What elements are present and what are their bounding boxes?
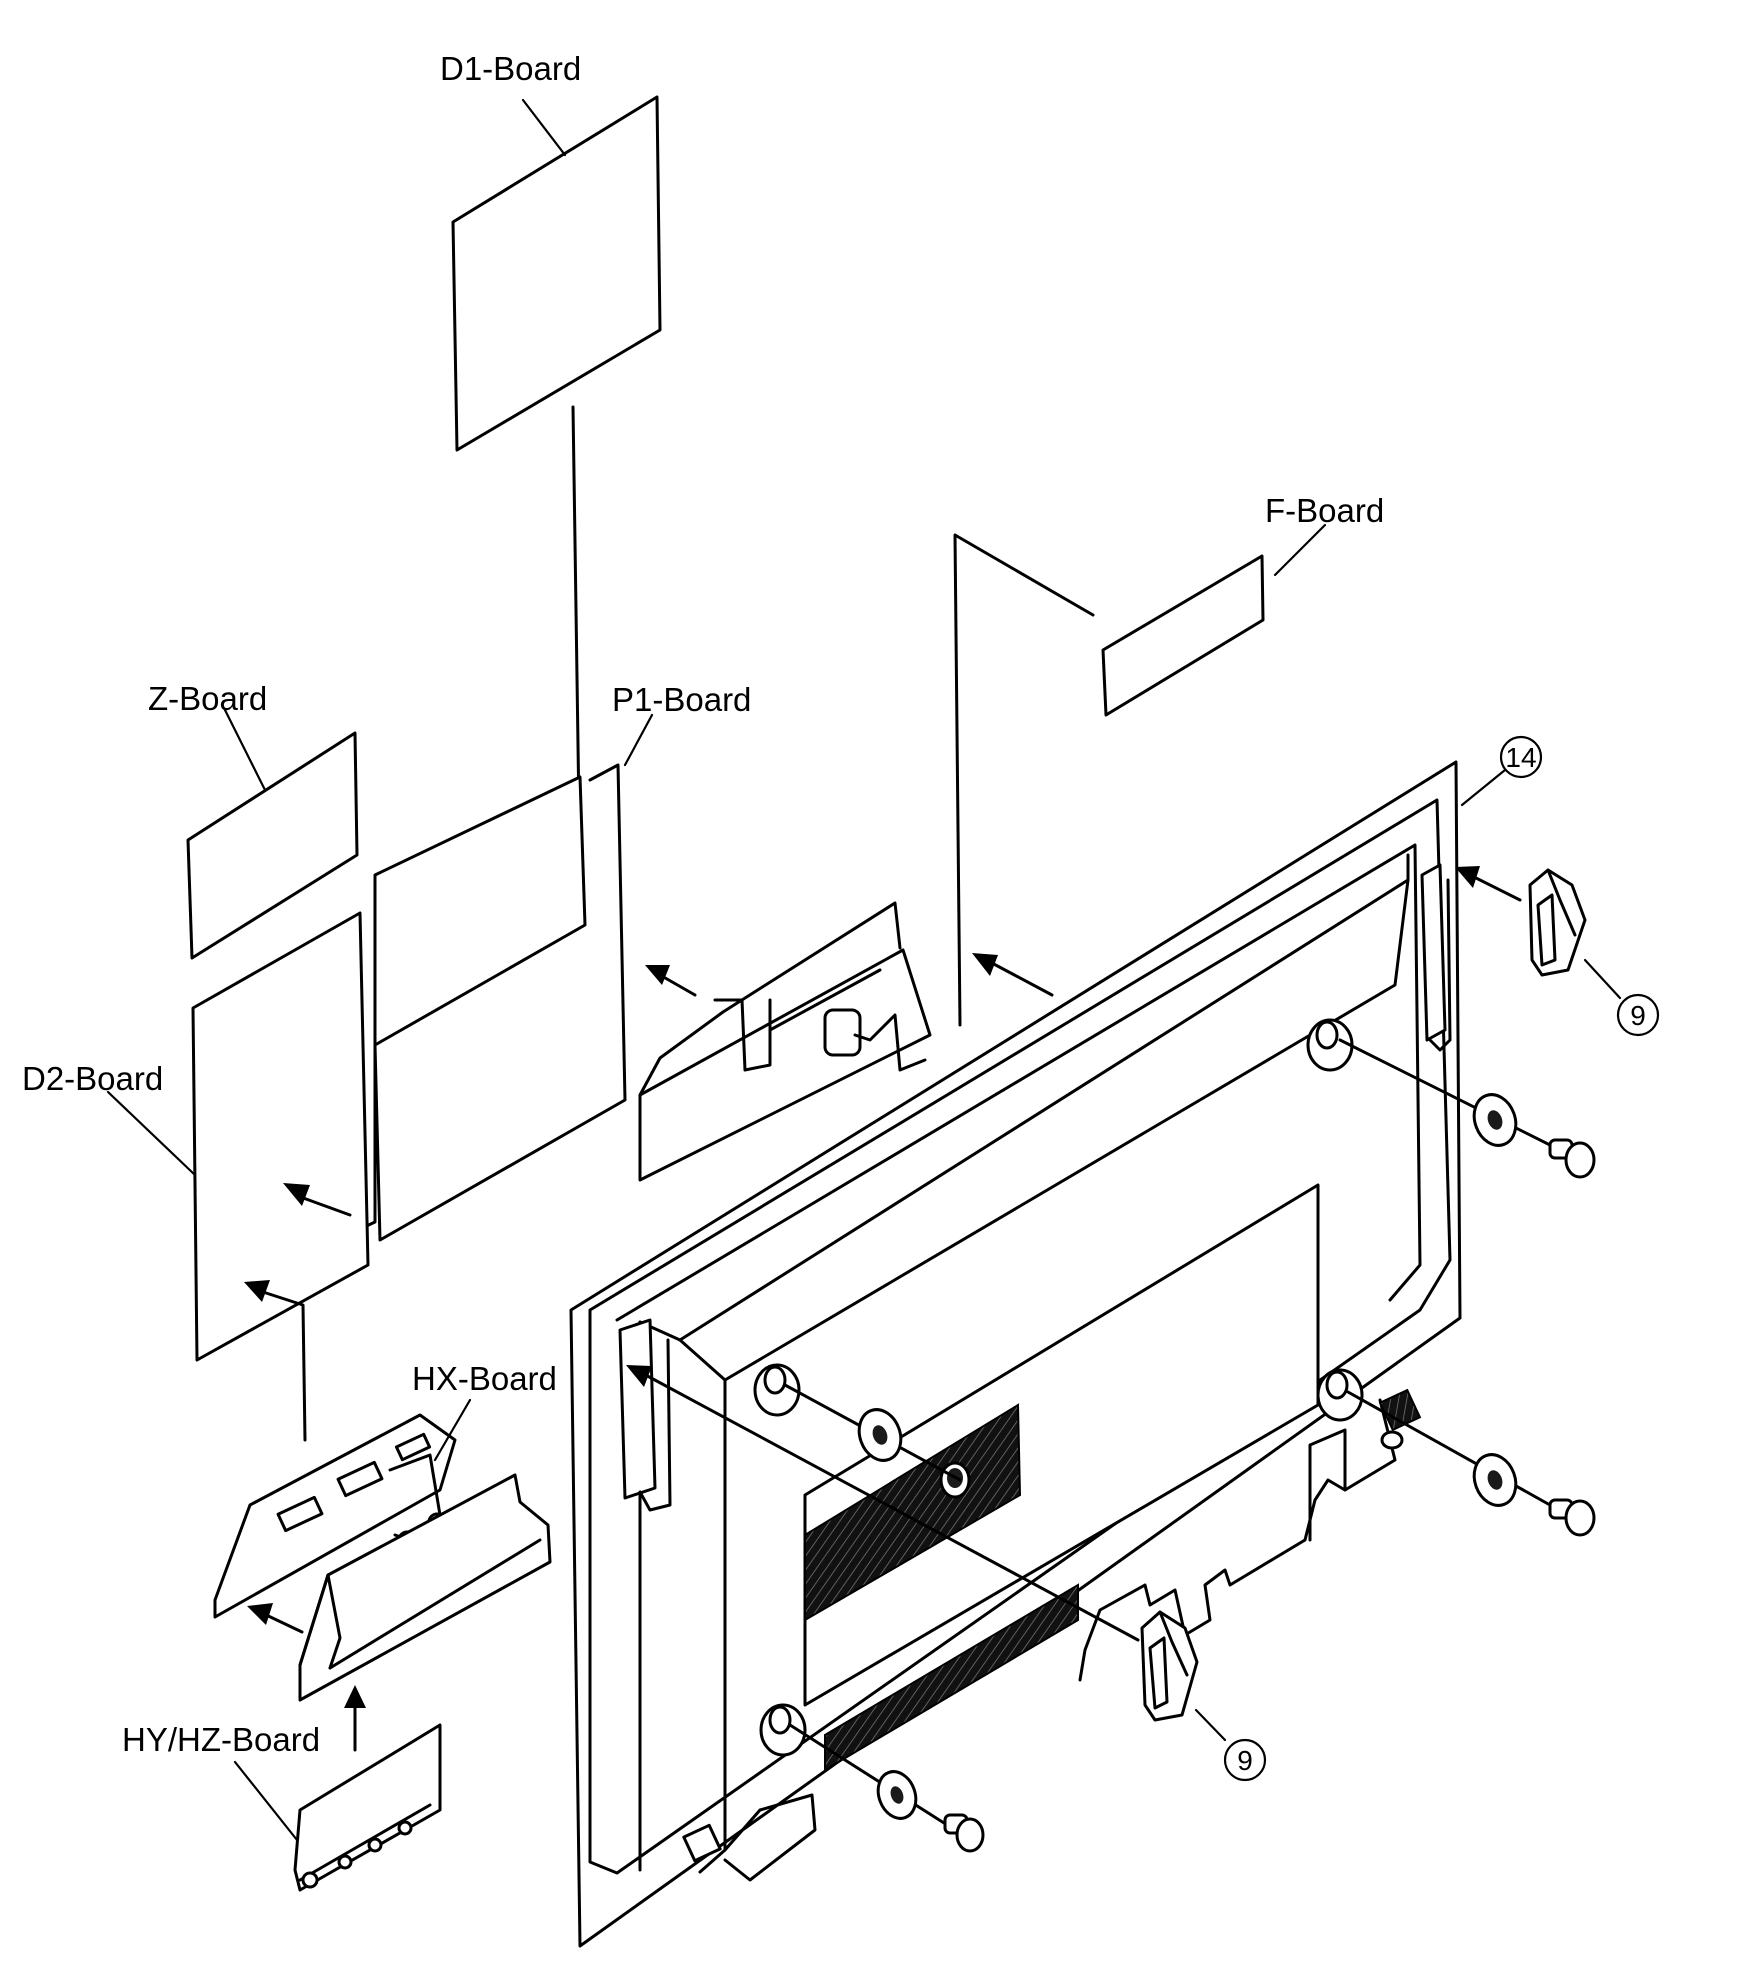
mounting-boss-left	[753, 1363, 801, 1417]
hy-hz-leader	[233, 1760, 299, 1842]
hy-hz-board-label: HY/HZ-Board	[122, 1721, 320, 1758]
p1-leader	[623, 713, 654, 767]
f-guide-line	[953, 533, 1095, 1027]
d2-board-label: D2-Board	[22, 1060, 163, 1097]
side-vent	[1378, 1388, 1422, 1450]
d1-board	[451, 95, 662, 882]
handle-cover-bottom	[626, 1365, 1227, 1742]
main-chassis	[569, 760, 1462, 1948]
mounting-boss-bottom-left	[759, 1703, 807, 1757]
callout-14: 14	[1460, 735, 1543, 807]
center-screw	[939, 1461, 971, 1499]
callout-9-right: 9	[1616, 993, 1660, 1037]
f-board-label: F-Board	[1265, 492, 1384, 529]
callout-9-bottom-text: 9	[1237, 1745, 1253, 1776]
z-board	[186, 708, 359, 960]
mounting-boss-bottom-right	[1316, 1368, 1364, 1422]
p1-board-label: P1-Board	[612, 681, 751, 718]
handle-cover-right	[1455, 866, 1622, 1000]
callout-9-bottom: 9	[1223, 1738, 1267, 1782]
p1-board	[341, 713, 654, 1242]
hx-board-label: HX-Board	[412, 1360, 557, 1397]
z-leader	[223, 708, 267, 792]
d1-board-label: D1-Board	[440, 50, 581, 87]
f-board	[1101, 523, 1327, 717]
callout-14-text: 14	[1505, 742, 1536, 773]
screw-left	[783, 1383, 962, 1482]
d2-leader	[106, 1090, 197, 1177]
mounting-boss-top-right	[1306, 1018, 1354, 1072]
z-board-label: Z-Board	[148, 680, 267, 717]
screw-bottom-right	[1346, 1390, 1596, 1537]
screw-bottom-left	[788, 1723, 985, 1853]
callout-9-right-text: 9	[1630, 1000, 1646, 1031]
hx-leader	[433, 1398, 472, 1462]
hy-hz-bracket	[247, 1473, 552, 1752]
f-leader	[1273, 523, 1327, 577]
hy-hz-board	[233, 1723, 442, 1892]
connector-bracket	[638, 901, 932, 1182]
screw-top-right	[1338, 1038, 1596, 1179]
d1-leader	[521, 98, 567, 157]
chassis-window	[803, 1183, 1320, 1772]
d2-board	[106, 911, 370, 1442]
arrow-to-connector	[972, 953, 1054, 997]
